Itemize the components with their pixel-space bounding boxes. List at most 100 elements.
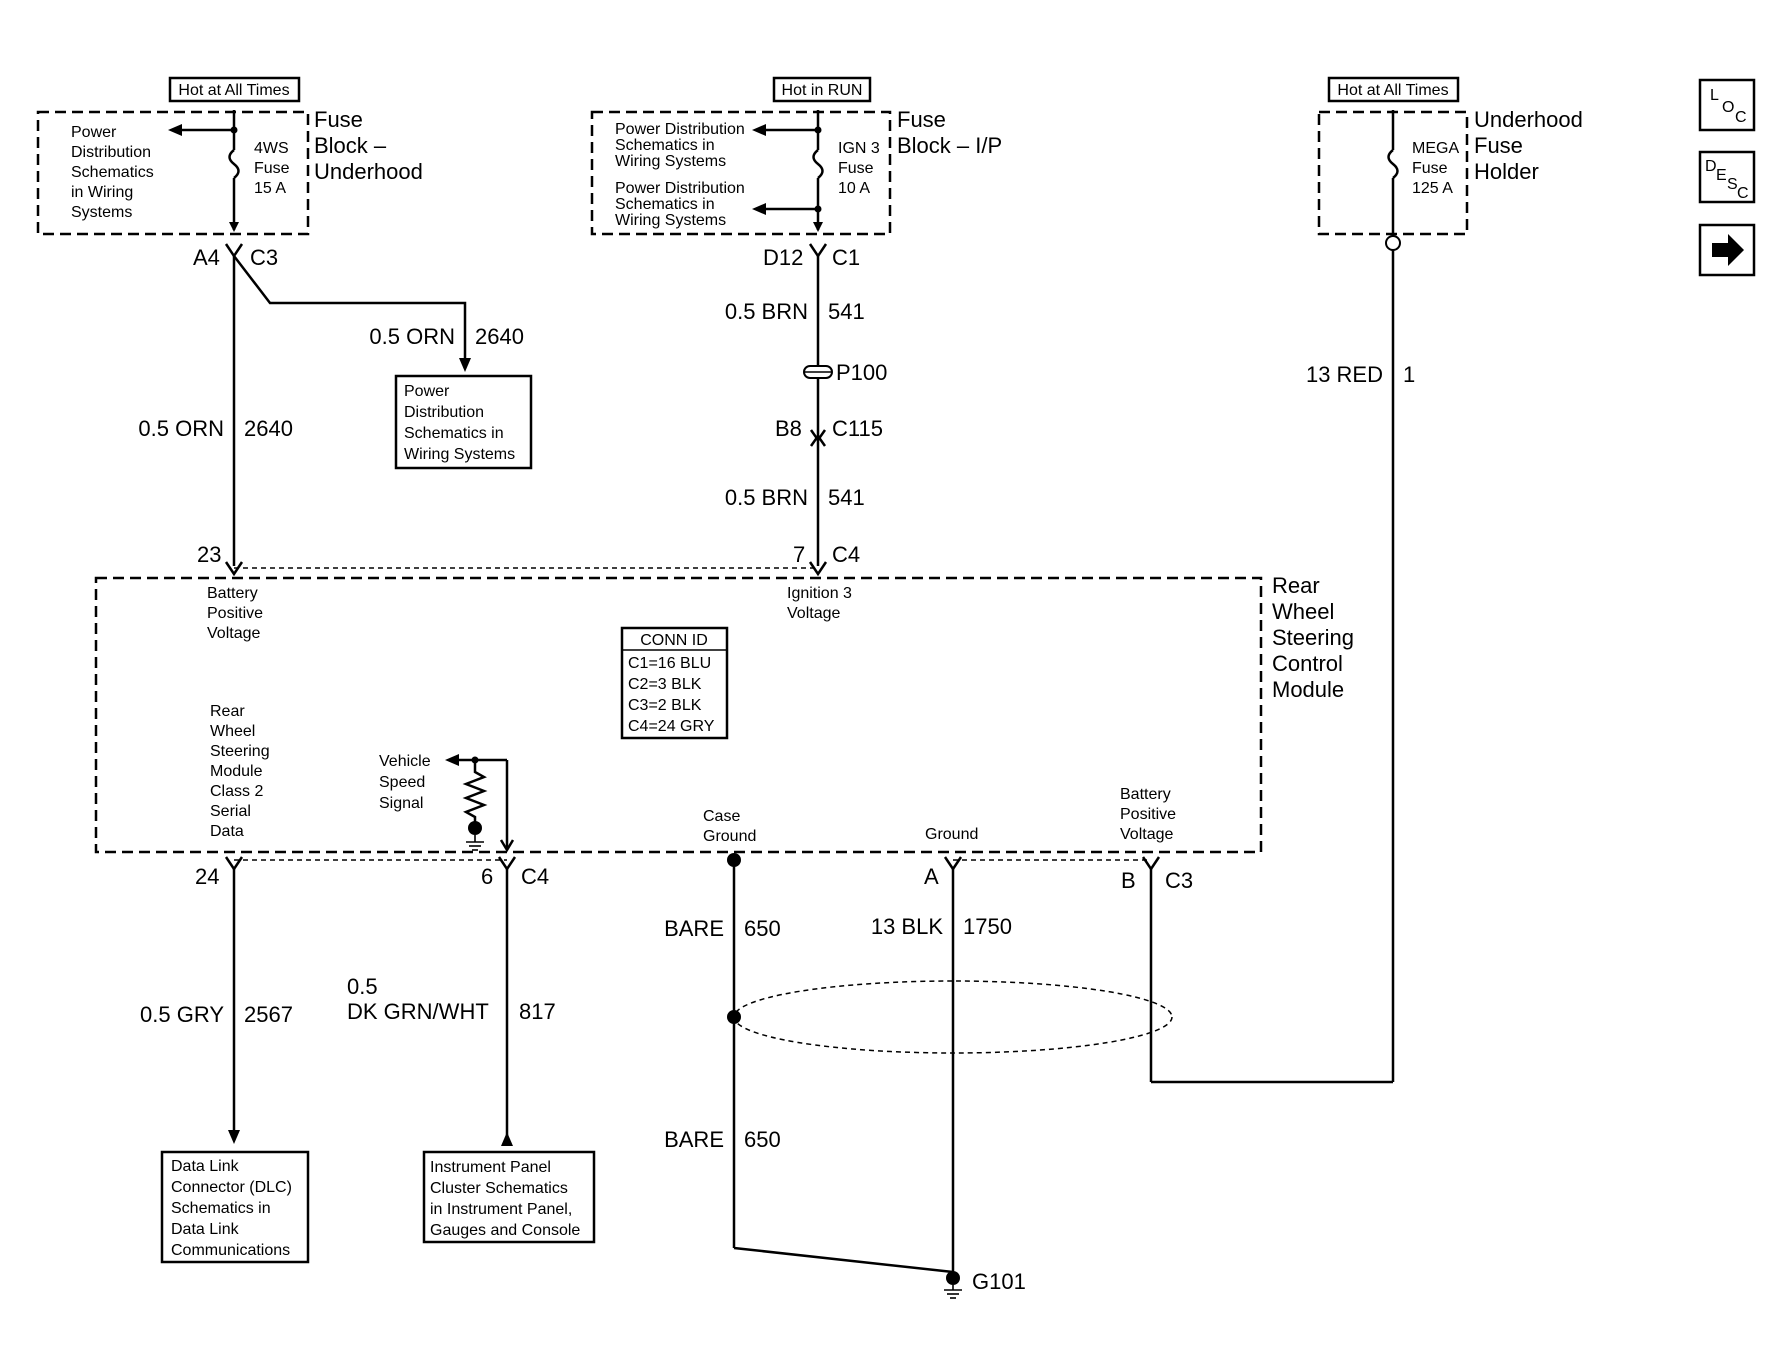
svg-text:Wiring Systems: Wiring Systems xyxy=(615,212,726,229)
svg-text:Signal: Signal xyxy=(379,795,423,812)
svg-text:BARE: BARE xyxy=(664,1127,724,1152)
connector-d12-c1: D12 C1 xyxy=(763,243,860,270)
wire-dkgrn-label: 0.5 DK GRN/WHT 817 xyxy=(347,974,556,1024)
svg-text:Wheel: Wheel xyxy=(210,723,255,740)
svg-text:0.5 ORN: 0.5 ORN xyxy=(138,416,224,441)
svg-text:IGN 3: IGN 3 xyxy=(838,140,880,157)
serial-data-label: Rear Wheel Steering Module Class 2 Seria… xyxy=(210,703,270,840)
fuse-block-underhood: Fuse Block – Underhood Power Distributio… xyxy=(36,107,423,236)
svg-text:15 A: 15 A xyxy=(254,180,286,197)
svg-text:541: 541 xyxy=(828,485,865,510)
svg-text:Power Distribution: Power Distribution xyxy=(615,180,745,197)
svg-text:Steering: Steering xyxy=(210,743,270,760)
svg-text:O: O xyxy=(1722,99,1734,116)
underhood-fuse-holder: Underhood Fuse Holder MEGA Fuse 125 A xyxy=(1317,107,1583,251)
svg-text:Data: Data xyxy=(210,823,244,840)
svg-text:Fuse: Fuse xyxy=(1412,160,1448,177)
svg-text:C: C xyxy=(1737,185,1749,202)
wire-brn-lower-label: 0.5 BRN 541 xyxy=(725,485,865,510)
svg-text:A4: A4 xyxy=(193,245,220,270)
svg-text:Power: Power xyxy=(404,383,450,400)
hot-at-all-times-left-label: Hot at All Times xyxy=(168,76,301,103)
svg-text:1: 1 xyxy=(1403,362,1415,387)
svg-text:24: 24 xyxy=(195,864,219,889)
wire-bare-upper-label: BARE 650 xyxy=(664,916,781,941)
svg-text:Steering: Steering xyxy=(1272,625,1354,650)
svg-text:6: 6 xyxy=(481,864,493,889)
hot-at-all-times-right-label: Hot at All Times xyxy=(1327,76,1460,103)
svg-text:C2=3 BLK: C2=3 BLK xyxy=(628,676,702,693)
svg-text:D: D xyxy=(1705,158,1717,175)
svg-text:Holder: Holder xyxy=(1474,159,1539,184)
svg-text:Positive: Positive xyxy=(207,605,263,622)
vehicle-speed-signal-circuit: Vehicle Speed Signal xyxy=(379,753,515,853)
svg-text:Data Link: Data Link xyxy=(171,1158,240,1175)
svg-text:BARE: BARE xyxy=(664,916,724,941)
svg-text:Power: Power xyxy=(71,124,117,141)
svg-text:C115: C115 xyxy=(832,416,883,441)
ground-label: Ground xyxy=(925,826,978,843)
svg-text:C3=2 BLK: C3=2 BLK xyxy=(628,697,702,714)
svg-text:Distribution: Distribution xyxy=(71,144,151,161)
svg-text:E: E xyxy=(1716,167,1727,184)
connector-b8-c115: B8 C115 xyxy=(775,416,883,447)
svg-text:0.5 BRN: 0.5 BRN xyxy=(725,485,808,510)
svg-text:Fuse: Fuse xyxy=(838,160,874,177)
instrument-panel-schematics-box: Instrument Panel Cluster Schematics in I… xyxy=(422,1150,596,1244)
svg-text:4WS: 4WS xyxy=(254,140,289,157)
svg-text:Underhood: Underhood xyxy=(1474,107,1583,132)
svg-text:Fuse: Fuse xyxy=(254,160,290,177)
svg-text:C1: C1 xyxy=(832,245,860,270)
battery-positive-voltage-2-label: Battery Positive Voltage xyxy=(1120,786,1176,843)
svg-text:Connector (DLC): Connector (DLC) xyxy=(171,1179,292,1196)
svg-text:817: 817 xyxy=(519,999,556,1024)
svg-text:Rear: Rear xyxy=(1272,573,1320,598)
module-pin-6-c4: 6 C4 xyxy=(481,856,549,889)
next-page-button[interactable] xyxy=(1698,223,1756,277)
loc-button[interactable]: L O C xyxy=(1698,78,1756,132)
svg-text:Schematics: Schematics xyxy=(71,164,154,181)
svg-text:Wiring Systems: Wiring Systems xyxy=(615,153,726,170)
svg-text:Positive: Positive xyxy=(1120,806,1176,823)
svg-text:Schematics in: Schematics in xyxy=(615,137,715,154)
svg-text:2640: 2640 xyxy=(475,324,524,349)
desc-button[interactable]: D E S C xyxy=(1698,150,1756,204)
svg-text:Voltage: Voltage xyxy=(787,605,840,622)
rear-wheel-steering-control-module: Rear Wheel Steering Control Module xyxy=(94,567,1354,854)
svg-text:541: 541 xyxy=(828,299,865,324)
svg-text:7: 7 xyxy=(793,542,805,567)
module-pin-b-c3: B C3 xyxy=(1121,856,1193,893)
svg-text:Module: Module xyxy=(1272,677,1344,702)
module-pin-a: A xyxy=(924,856,963,889)
connector-a4-c3: A4 C3 xyxy=(193,243,278,270)
svg-text:2640: 2640 xyxy=(244,416,293,441)
svg-text:C3: C3 xyxy=(250,245,278,270)
case-ground-label: Case Ground xyxy=(703,808,756,845)
module-pin-7-c4: 7 C4 xyxy=(793,542,860,577)
battery-positive-voltage-label: Battery Positive Voltage xyxy=(207,585,263,642)
svg-text:Rear: Rear xyxy=(210,703,245,720)
ground-g101: G101 xyxy=(944,1269,1026,1299)
wire-orn-branch-label: 0.5 ORN 2640 xyxy=(369,324,524,349)
svg-text:D12: D12 xyxy=(763,245,803,270)
wire-gry-label: 0.5 GRY 2567 xyxy=(140,1002,293,1027)
dlc-schematics-box: Data Link Connector (DLC) Schematics in … xyxy=(160,1150,310,1264)
svg-text:Voltage: Voltage xyxy=(207,625,260,642)
power-distribution-box: Power Distribution Schematics in Wiring … xyxy=(394,374,533,470)
svg-text:C4: C4 xyxy=(521,864,549,889)
svg-text:A: A xyxy=(924,864,939,889)
svg-text:C1=16 BLU: C1=16 BLU xyxy=(628,655,711,672)
shield-ellipse xyxy=(733,980,1173,1054)
wire-orn-main-label: 0.5 ORN 2640 xyxy=(138,416,293,441)
svg-text:125 A: 125 A xyxy=(1412,180,1453,197)
svg-text:650: 650 xyxy=(744,1127,781,1152)
svg-text:Communications: Communications xyxy=(171,1242,290,1259)
svg-text:C4: C4 xyxy=(832,542,860,567)
svg-text:Class 2: Class 2 xyxy=(210,783,263,800)
svg-text:P100: P100 xyxy=(836,360,887,385)
svg-text:23: 23 xyxy=(197,542,221,567)
svg-text:in Wiring: in Wiring xyxy=(71,184,133,201)
svg-text:1750: 1750 xyxy=(963,914,1012,939)
svg-text:Systems: Systems xyxy=(71,204,132,221)
right-arrow-icon xyxy=(1712,234,1744,266)
